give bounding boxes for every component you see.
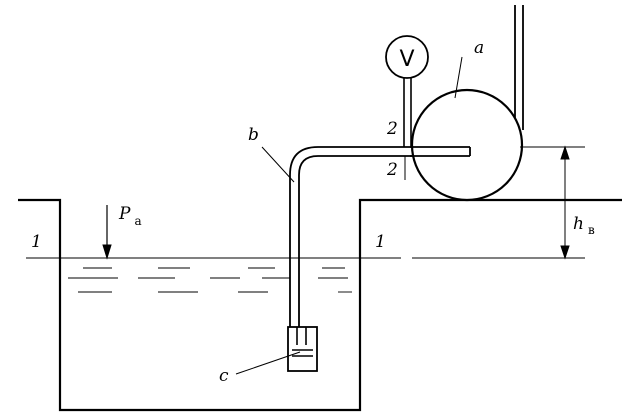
label-pressure: P a	[118, 204, 142, 228]
label-section-1-left: 1	[31, 232, 42, 252]
strainer-pipe-inner	[292, 327, 313, 357]
vacuum-gauge-icon	[385, 35, 429, 79]
label-pipe: b	[248, 125, 259, 145]
height-dimension	[520, 145, 585, 260]
water-hatching	[68, 267, 352, 293]
discharge-pipe	[514, 5, 524, 130]
label-section-2-lower: 2	[386, 160, 398, 180]
height-symbol: h	[573, 214, 584, 234]
pump-inlet	[410, 146, 471, 157]
gauge-stem	[403, 78, 412, 147]
height-subscript: в	[588, 223, 595, 237]
label-pump: a	[474, 38, 484, 58]
label-strainer: c	[219, 366, 229, 386]
leader-lines	[235, 56, 463, 375]
label-height: h в	[573, 214, 595, 237]
gauge-symbol: V	[399, 47, 414, 72]
down-arrow-icon	[102, 205, 112, 260]
pump-body	[410, 88, 524, 202]
pressure-symbol: P	[118, 204, 131, 224]
pressure-subscript: a	[134, 214, 141, 228]
label-section-1-right: 1	[375, 232, 386, 252]
suction-pipe	[289, 146, 470, 345]
reservoir-outline	[18, 198, 622, 412]
label-section-2-upper: 2	[386, 119, 398, 139]
strainer-box	[287, 326, 318, 372]
